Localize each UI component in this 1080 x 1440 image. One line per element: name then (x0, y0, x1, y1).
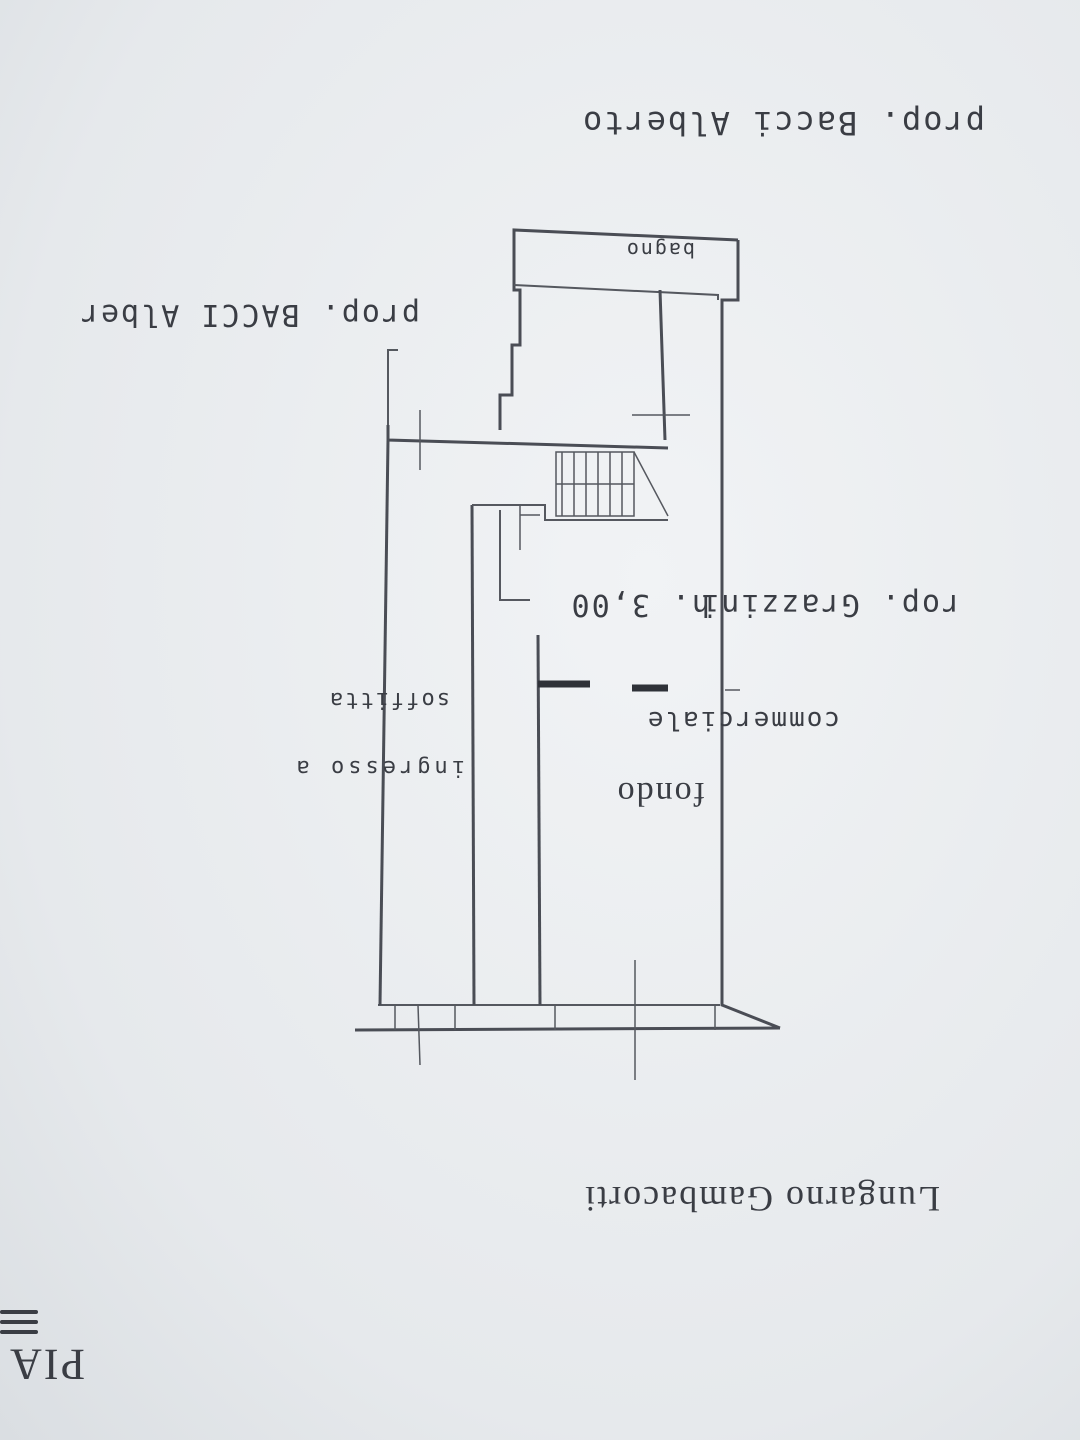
room-use-label: commerciale (645, 705, 840, 735)
outer-wall-left (378, 439, 390, 1006)
bagno-wall (513, 284, 719, 300)
room-side-2-label: soffitta (328, 687, 450, 712)
outer-wall-right (720, 240, 781, 1030)
bagno-label: bagno (624, 238, 695, 262)
height-label: h. 3,00 (569, 587, 710, 622)
prop-right-label: rop. Grazzini (699, 587, 960, 622)
room-main-label: fondo (615, 775, 705, 812)
staircase (555, 451, 669, 517)
street-label: Lungarno Gambacorti (583, 1179, 940, 1219)
rear-room (498, 228, 739, 430)
street-facade (354, 1026, 781, 1032)
beam-dashes (538, 680, 668, 692)
corridor-top (472, 504, 668, 521)
prop-top-label: prop. Bacci Alberto (580, 104, 985, 142)
main-room-wall (536, 634, 542, 1006)
main-room-jog (499, 510, 530, 601)
room-side-label: ingresso a (292, 755, 465, 780)
rear-wall (386, 425, 669, 450)
prop-left-label: prop. BACCI Alber (78, 297, 420, 332)
corner-label: PIA (8, 1340, 85, 1389)
opening-marks (394, 410, 740, 1080)
corner-marks (0, 1304, 38, 1340)
rear-left-room (387, 349, 398, 425)
corridor-wall (470, 504, 476, 1006)
